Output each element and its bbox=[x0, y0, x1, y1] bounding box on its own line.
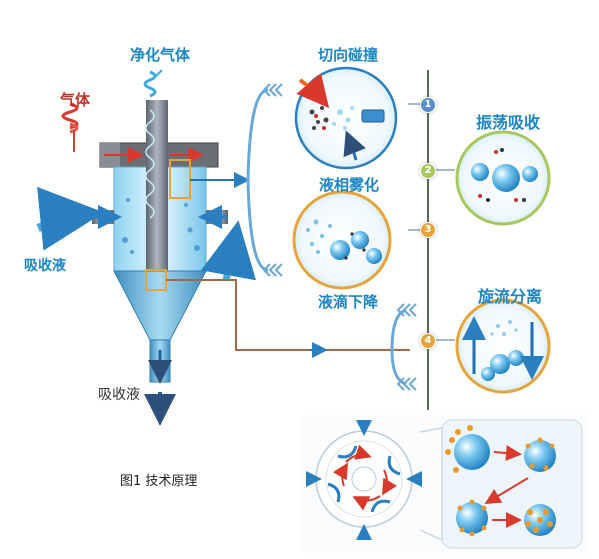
purified-gas-label: 净化气体 bbox=[130, 46, 191, 64]
chevron-arrows-upper bbox=[262, 83, 283, 277]
step-circle-tangential-collision bbox=[294, 66, 398, 170]
central-pipe bbox=[146, 100, 168, 300]
step-number-3: 3 bbox=[420, 222, 436, 238]
step-label-droplets-falling: 液滴下降 bbox=[318, 293, 379, 311]
step-label-oscillation-absorption: 振荡吸收 bbox=[476, 113, 541, 132]
figure-caption: 图1 技术原理 bbox=[120, 474, 198, 489]
step-circle-cyclone-separation bbox=[455, 298, 551, 394]
gas-inlet-label: 气体 bbox=[60, 91, 91, 109]
step-label-tangential-collision: 切向碰撞 bbox=[318, 46, 379, 64]
chevron-arrows-lower bbox=[396, 303, 417, 391]
absorbent-inlet-label: 吸收液 bbox=[24, 258, 66, 274]
bottom-detail-panel bbox=[300, 415, 590, 553]
step-circle-droplets-falling bbox=[292, 190, 392, 290]
absorbent-outlet-label: 吸收液 bbox=[98, 387, 140, 403]
step-number-2: 2 bbox=[420, 163, 436, 179]
step-number-1: 1 bbox=[420, 97, 436, 113]
gas-inlet-swirl bbox=[61, 102, 79, 152]
purified-gas-swirl bbox=[143, 69, 163, 98]
absorbent-inlet-arrow bbox=[36, 186, 104, 251]
cyclone-cone bbox=[113, 270, 207, 341]
step-label-cyclone-separation: 旋流分离 bbox=[478, 287, 543, 306]
step-circle-oscillation-absorption bbox=[455, 130, 551, 226]
step-label-liquid-atomization: 液相雾化 bbox=[319, 176, 380, 194]
step-number-4: 4 bbox=[420, 333, 436, 349]
